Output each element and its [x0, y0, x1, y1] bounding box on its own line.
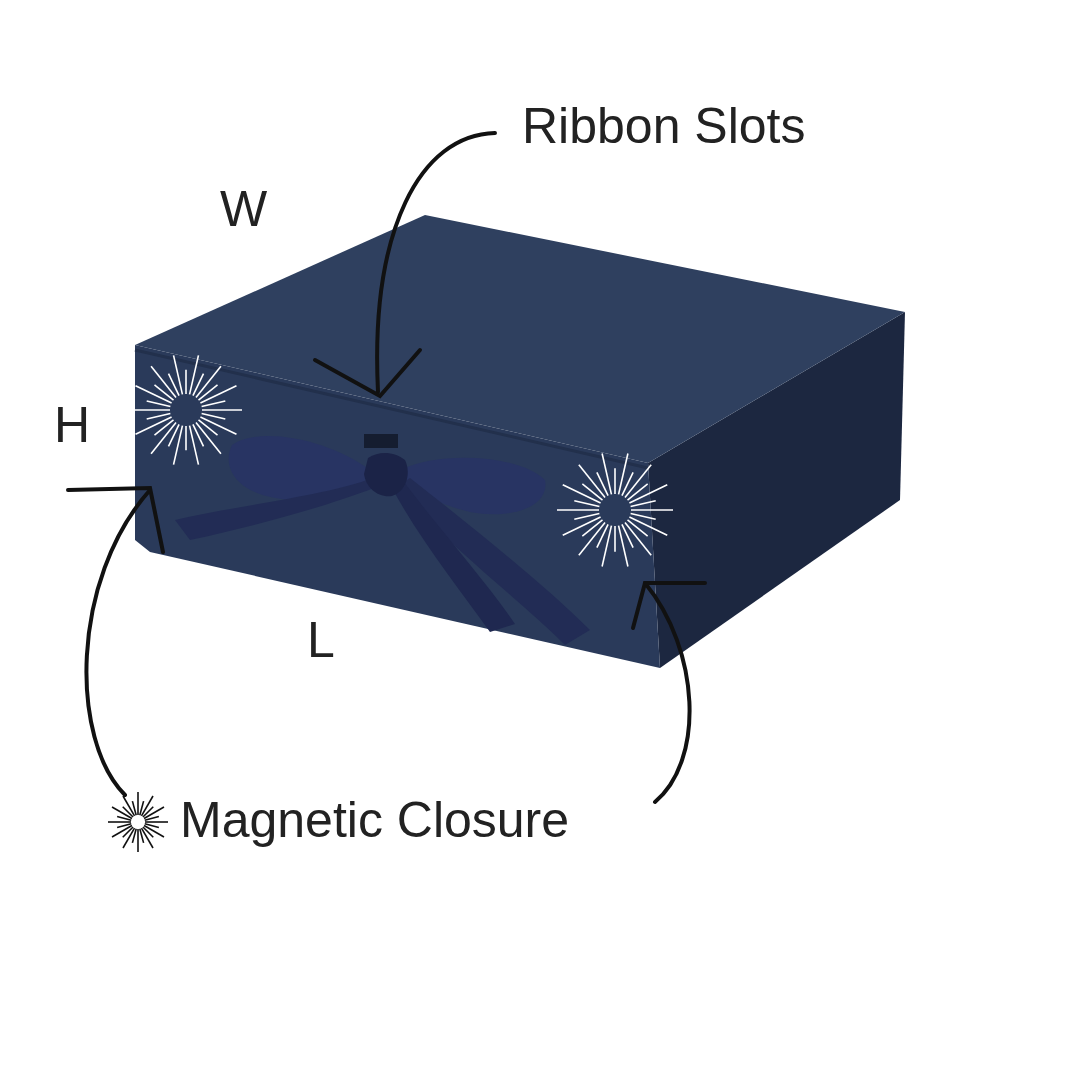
sparkle-ray [174, 355, 183, 394]
dimension-label: L [307, 615, 335, 665]
sparkle-ray [622, 472, 633, 495]
sparkle-ray [200, 386, 236, 403]
leader-line [86, 490, 150, 795]
sparkle-ray [199, 420, 218, 435]
arrow-head [315, 350, 420, 396]
leader-line [377, 133, 495, 392]
sparkle-ray [142, 828, 154, 848]
sparkle-ray [145, 816, 159, 820]
sparkle-ray [622, 524, 633, 547]
sparkle-ray [112, 826, 132, 838]
sparkle-ray [631, 501, 656, 507]
sparkle-ray [629, 485, 667, 503]
sparkle-ray [123, 796, 135, 816]
sparkle-ray [602, 453, 611, 494]
sparkle-symbol [130, 355, 242, 464]
sparkle-ray [140, 829, 144, 843]
sparkle-ray [117, 824, 131, 828]
label-holder: W [220, 184, 267, 234]
sparkle-ray [169, 424, 180, 446]
sparkle-ray [582, 520, 602, 536]
dimension-label: H [54, 400, 90, 450]
sparkle-ray [147, 401, 171, 406]
sparkle-ray [574, 501, 599, 507]
sparkle-ray [137, 792, 139, 815]
sparkle-ray [614, 526, 616, 552]
arrow-head [633, 583, 705, 628]
ribbon-bow [175, 436, 590, 645]
sparkle-ray [628, 484, 648, 500]
sparkle-ray [631, 514, 656, 520]
sparkle-ray [136, 417, 172, 434]
sparkle-ray [154, 385, 173, 400]
sparkle-ray [619, 526, 628, 567]
sparkle-ray [169, 374, 180, 396]
sparkle-ray [199, 385, 218, 400]
sparkle-ray [193, 424, 204, 446]
label-holder: L [307, 615, 335, 665]
sparkle-ray [614, 468, 616, 494]
sparkle-ray [597, 472, 608, 495]
sparkle-ray [202, 414, 226, 419]
sparkle-ray [144, 807, 164, 819]
sparkle-ray [597, 524, 608, 547]
sparkle-ray [137, 829, 139, 852]
label-holder: Ribbon Slots [522, 101, 806, 151]
sparkle-ray [185, 370, 187, 394]
sparkle-ray [628, 520, 648, 536]
sparkle-ray [574, 514, 599, 520]
sparkle-ray [193, 374, 204, 396]
leader-arrows [68, 133, 705, 802]
leader-line [645, 583, 690, 802]
arrow-head [68, 488, 163, 552]
ribbon-slot [364, 434, 398, 448]
sparkle-ray [147, 414, 171, 419]
sparkle-ray [602, 526, 611, 567]
box-top [135, 215, 905, 463]
sparkle-ray [619, 453, 628, 494]
label-holder: Magnetic Closure [180, 795, 569, 845]
callout-label: Ribbon Slots [522, 101, 806, 151]
sparkle-ray [130, 409, 170, 411]
sparkle-ray [557, 509, 599, 511]
label-holder: H [54, 400, 90, 450]
sparkle-symbol [557, 453, 673, 566]
sparkle-symbol [108, 792, 168, 852]
sparkle-ray [185, 426, 187, 450]
sparkle-ray [132, 801, 136, 815]
sparkle-ray [582, 484, 602, 500]
sparkle-ray [154, 420, 173, 435]
sparkle-ray [145, 821, 168, 823]
sparkle-ray [631, 509, 673, 511]
sparkle-ray [190, 426, 199, 465]
sparkle-ray [563, 517, 601, 535]
sparkle-ray [108, 821, 131, 823]
sparkle-ray [202, 401, 226, 406]
callout-label: Magnetic Closure [180, 795, 569, 845]
dimension-label: W [220, 184, 267, 234]
sparkle-ray [202, 409, 242, 411]
